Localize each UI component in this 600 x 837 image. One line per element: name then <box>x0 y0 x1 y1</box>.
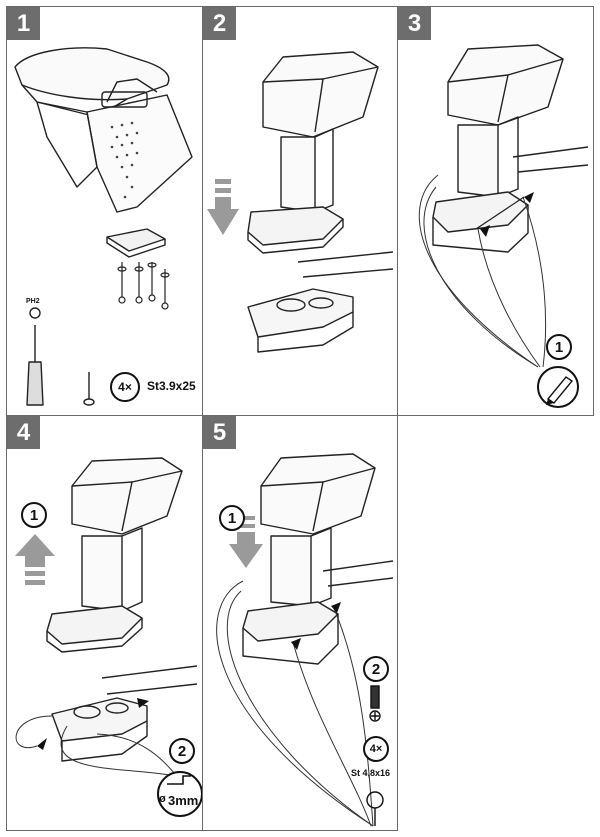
armrest-fasten-illustration <box>216 453 394 827</box>
screw-count-badge: 4× <box>363 736 389 762</box>
step-4-panel: 4 <box>6 415 203 831</box>
step-5-badge: 5 <box>203 416 236 449</box>
armrest-lowering-illustration <box>207 51 394 353</box>
step-2-badge: 2 <box>203 7 236 40</box>
sub-step-1-badge: 1 <box>546 334 572 360</box>
drill-diameter-symbol: ø <box>159 793 166 805</box>
sub-step-2-badge: 2 <box>363 656 389 682</box>
step-5-panel: 5 <box>202 415 398 831</box>
drill-size-label: 3mm <box>168 793 199 808</box>
step-3-panel: 3 <box>397 6 594 416</box>
screw-spec-label: St 4,8x16 <box>351 768 391 778</box>
sub-step-1-badge: 1 <box>219 505 245 531</box>
armrest-lift-drill-illustration <box>15 457 203 817</box>
step-3-badge: 3 <box>398 7 431 40</box>
bit-size-label: PH2 <box>26 298 40 305</box>
sub-step-2-badge: 2 <box>169 738 195 764</box>
sub-step-1-badge: 1 <box>21 502 47 528</box>
screw-spec-label: St3.9x25 <box>147 379 196 393</box>
step-1-panel: 1 <box>6 6 203 416</box>
armrest-exploded-illustration <box>14 47 193 406</box>
step-2-panel: 2 <box>202 6 398 416</box>
step-1-badge: 1 <box>7 7 40 40</box>
screw-count-badge: 4× <box>110 372 140 402</box>
armrest-marking-illustration <box>418 44 589 408</box>
step-4-badge: 4 <box>7 416 40 449</box>
